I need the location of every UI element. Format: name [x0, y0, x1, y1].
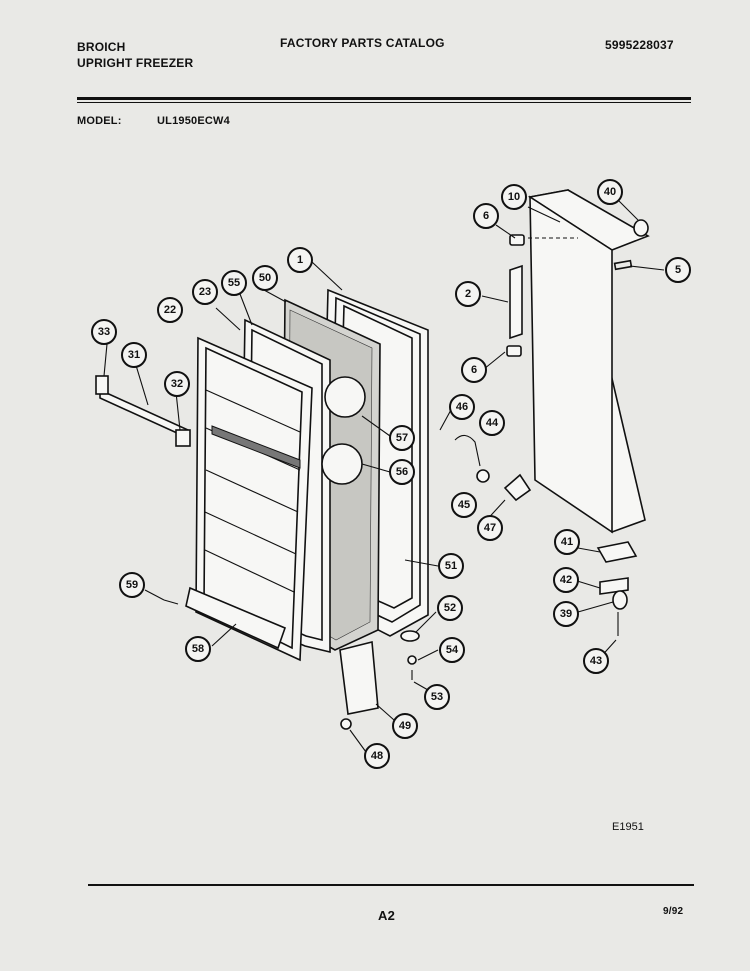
callout-41: 41 [554, 529, 580, 555]
callout-31: 31 [121, 342, 147, 368]
callout-53: 53 [424, 684, 450, 710]
callout-51: 51 [438, 553, 464, 579]
outer-door-panel [527, 189, 650, 534]
header-rule [77, 97, 691, 100]
svg-text:39: 39 [560, 608, 572, 620]
door-handle-parts [506, 234, 578, 357]
callout-33: 33 [91, 319, 117, 345]
callout-55: 55 [221, 270, 247, 296]
svg-text:1: 1 [297, 254, 303, 266]
callout-47: 47 [477, 515, 503, 541]
svg-text:5: 5 [675, 264, 681, 276]
page-number: A2 [378, 908, 396, 923]
callout-40: 40 [597, 179, 623, 205]
svg-text:32: 32 [171, 378, 183, 390]
callout-23: 23 [192, 279, 218, 305]
header-rule-thin [77, 102, 691, 103]
detail-circle-upper [324, 376, 366, 418]
callout-22: 22 [157, 297, 183, 323]
svg-text:41: 41 [561, 536, 573, 548]
svg-text:6: 6 [483, 210, 489, 222]
callout-49: 49 [392, 713, 418, 739]
callout-54: 54 [439, 637, 465, 663]
hinge-hardware [163, 219, 649, 730]
catalog-date: 9/92 [663, 906, 684, 917]
svg-text:43: 43 [590, 655, 602, 667]
callout-43: 43 [583, 648, 609, 674]
callout-52: 52 [437, 595, 463, 621]
callout-1: 1 [287, 247, 313, 273]
svg-text:50: 50 [259, 272, 271, 284]
footer-rule [88, 884, 694, 886]
svg-text:56: 56 [396, 466, 408, 478]
door-shelf-bar [95, 375, 191, 447]
svg-text:57: 57 [396, 432, 408, 444]
callout-39: 39 [553, 601, 579, 627]
catalog-number: 5995228037 [605, 38, 674, 52]
svg-text:46: 46 [456, 401, 468, 413]
callout-46: 46 [449, 394, 475, 420]
svg-text:6: 6 [471, 364, 477, 376]
callout-56: 56 [389, 459, 415, 485]
callout-45: 45 [451, 492, 477, 518]
diagram-id-label: E1951 [612, 821, 644, 833]
callout-32: 32 [164, 371, 190, 397]
svg-text:40: 40 [604, 186, 616, 198]
bottom-kickplate [185, 586, 287, 650]
model-value: UL1950ECW4 [157, 115, 230, 127]
svg-text:2: 2 [465, 288, 471, 300]
svg-text:49: 49 [399, 720, 411, 732]
svg-text:53: 53 [431, 691, 443, 703]
svg-text:42: 42 [560, 574, 572, 586]
brand-name: BROICH [77, 40, 126, 54]
product-name: UPRIGHT FREEZER [77, 56, 194, 70]
svg-text:54: 54 [446, 644, 459, 656]
catalog-title: FACTORY PARTS CATALOG [280, 36, 445, 50]
svg-text:47: 47 [484, 522, 496, 534]
svg-text:58: 58 [192, 643, 204, 655]
svg-text:31: 31 [128, 349, 140, 361]
callout-6-lower: 6 [461, 357, 487, 383]
svg-text:48: 48 [371, 750, 383, 762]
callout-6-upper: 6 [473, 203, 499, 229]
callout-59: 59 [119, 572, 145, 598]
callout-58: 58 [185, 636, 211, 662]
callout-44: 44 [479, 410, 505, 436]
svg-text:33: 33 [98, 326, 110, 338]
callout-48: 48 [364, 743, 390, 769]
svg-text:59: 59 [126, 579, 138, 591]
callout-10: 10 [501, 184, 527, 210]
svg-text:51: 51 [445, 560, 457, 572]
callout-2: 2 [455, 281, 481, 307]
svg-text:44: 44 [486, 417, 499, 429]
callout-50: 50 [252, 265, 278, 291]
svg-text:55: 55 [228, 277, 240, 289]
svg-text:23: 23 [199, 286, 211, 298]
detail-circle-lower [321, 443, 363, 485]
svg-text:52: 52 [444, 602, 456, 614]
svg-text:22: 22 [164, 304, 176, 316]
model-label: MODEL: [77, 115, 122, 127]
callout-42: 42 [553, 567, 579, 593]
inner-door-liner [195, 336, 313, 662]
callout-5: 5 [665, 257, 691, 283]
svg-text:45: 45 [458, 499, 470, 511]
leader-lines [103, 193, 665, 753]
callout-57: 57 [389, 425, 415, 451]
svg-text:10: 10 [508, 191, 520, 203]
